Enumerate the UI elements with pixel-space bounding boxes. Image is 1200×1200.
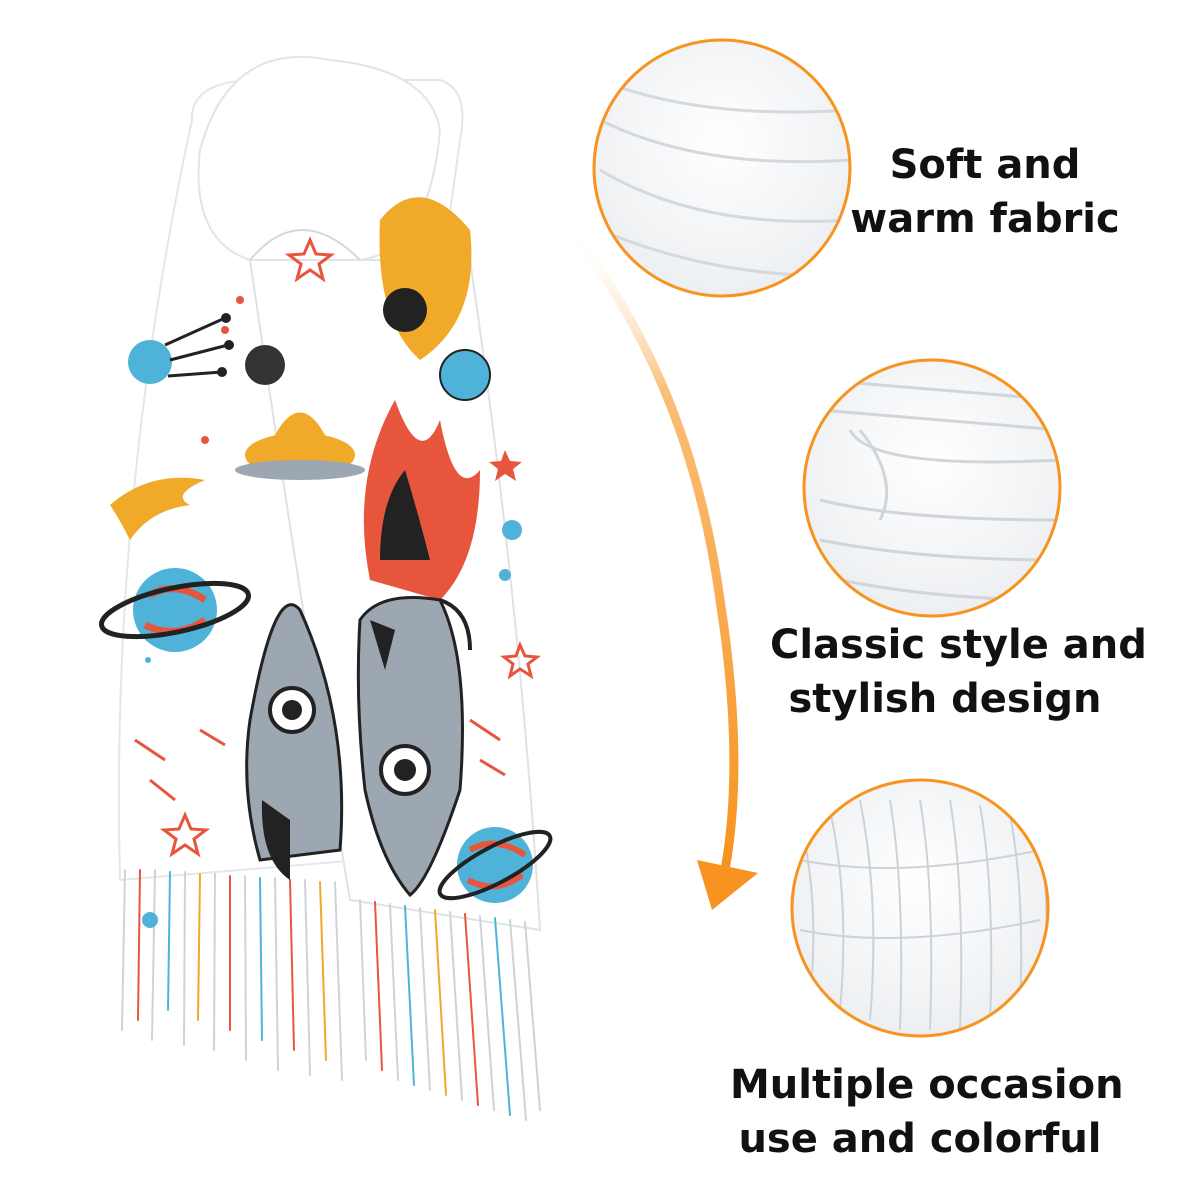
feature-label-soft-fabric: Soft and warm fabric bbox=[850, 138, 1120, 246]
feature-label-line: Soft and bbox=[889, 142, 1081, 188]
feature-label-multiple-occasion: Multiple occasion use and colorful bbox=[730, 1058, 1124, 1166]
feature-image-classic-style bbox=[802, 358, 1062, 618]
feature-image-soft-fabric bbox=[592, 38, 852, 298]
feature-label-line: stylish design bbox=[788, 676, 1102, 722]
feature-label-classic-style: Classic style and stylish design bbox=[770, 618, 1147, 726]
feature-label-line: Multiple occasion bbox=[730, 1062, 1124, 1108]
orange-arrow bbox=[565, 225, 758, 910]
feature-label-line: warm fabric bbox=[850, 196, 1120, 242]
feature-image-multiple-occasion bbox=[790, 778, 1050, 1038]
feature-label-line: Classic style and bbox=[770, 622, 1147, 668]
scarf-illustration bbox=[98, 55, 553, 1121]
feature-label-line: use and colorful bbox=[738, 1116, 1102, 1162]
